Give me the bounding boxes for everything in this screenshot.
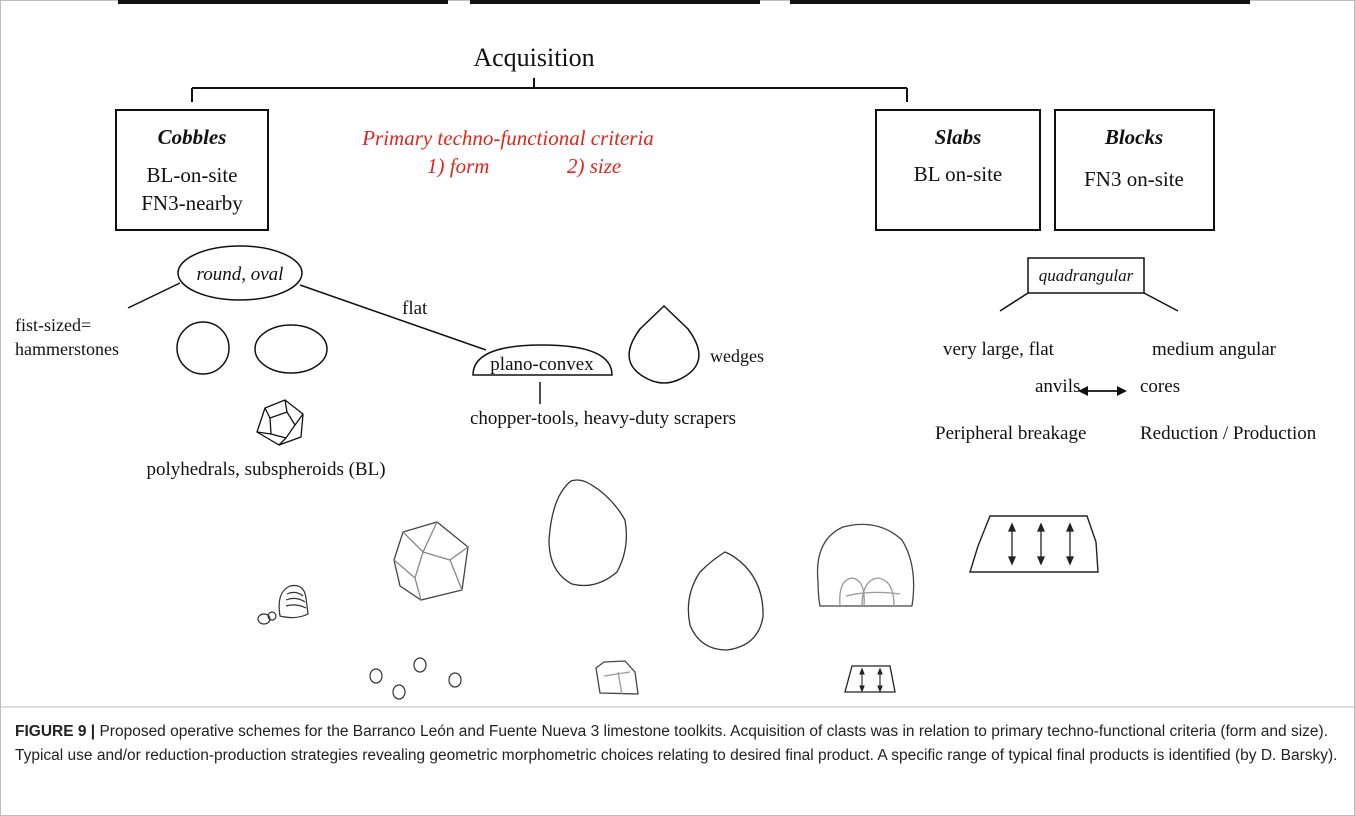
slabs-bl: BL on-site — [914, 162, 1002, 186]
wedges-label: wedges — [710, 346, 764, 366]
small-clasts-drawing — [369, 657, 462, 700]
chopper-tools-label: chopper-tools, heavy-duty scrapers — [470, 408, 736, 429]
figure-caption: FIGURE 9 | Proposed operative schemes fo… — [15, 720, 1340, 768]
anvils-label: anvils — [1035, 376, 1080, 397]
flat-label: flat — [402, 298, 428, 319]
criteria-size: 2) size — [567, 154, 621, 178]
double-arrow-icon — [1078, 386, 1127, 396]
slab-drawing — [969, 515, 1099, 573]
criteria-form: 1) form — [427, 154, 489, 178]
wedge-shape — [628, 304, 700, 384]
cobbles-bl: BL-on-site — [147, 163, 238, 187]
cropped-top-text — [118, 0, 1250, 4]
medium-angular-label: medium angular — [1152, 339, 1277, 360]
chopper-drawing — [816, 523, 915, 607]
large-flake-drawing — [548, 479, 628, 587]
peripheral-breakage-label: Peripheral breakage — [935, 423, 1086, 444]
cobbles-title: Cobbles — [158, 125, 227, 149]
plano-convex-label: plano-convex — [490, 354, 594, 375]
small-slab-arrows-icon — [859, 667, 883, 693]
quadrangular-label: quadrangular — [1039, 266, 1134, 285]
reduction-production-label: Reduction / Production — [1140, 423, 1317, 444]
plano-convex-shape — [472, 344, 613, 376]
pointed-tool-drawing — [687, 551, 764, 651]
polyhedron-drawing — [393, 521, 469, 601]
small-slab-drawing — [844, 665, 896, 693]
blocks-title: Blocks — [1104, 125, 1163, 149]
small-block-drawing — [595, 660, 639, 695]
acquisition-label: Acquisition — [473, 43, 594, 72]
quadrangular-branch-left — [999, 292, 1029, 312]
round-oval-label: round, oval — [197, 264, 284, 285]
caption-label: FIGURE 9 | — [15, 723, 96, 740]
operative-scheme-diagram: Acquisition Cobbles BL-on-site FN3-nearb… — [0, 0, 1355, 708]
oval-cobble-shape — [254, 324, 328, 374]
small-cobble-drawing — [257, 584, 309, 625]
fist-sized-label: fist-sized= — [15, 315, 91, 335]
round-oval-ellipse — [177, 245, 303, 301]
polyhedrals-label: polyhedrals, subspheroids (BL) — [146, 459, 385, 480]
cores-label: cores — [1140, 376, 1180, 397]
blocks-box — [1054, 109, 1215, 231]
quadrangular-branch-right — [1143, 292, 1179, 312]
hammerstones-label: hammerstones — [15, 339, 119, 359]
slabs-box — [875, 109, 1041, 231]
cobbles-fn3: FN3-nearby — [141, 191, 243, 215]
slabs-title: Slabs — [935, 125, 982, 149]
branch-line-left — [127, 282, 181, 309]
criteria-title: Primary techno-functional criteria — [361, 126, 654, 150]
very-large-flat-label: very large, flat — [943, 339, 1055, 360]
cobbles-box — [115, 109, 269, 231]
blocks-fn3: FN3 on-site — [1084, 167, 1184, 191]
acquisition-bracket — [191, 78, 908, 102]
slab-arrows-icon — [1008, 522, 1074, 566]
round-cobble-shape — [176, 321, 230, 375]
polyhedral-icon — [256, 399, 304, 446]
branch-line-flat — [299, 284, 487, 351]
quadrangular-box — [1027, 257, 1145, 294]
caption-text: Proposed operative schemes for the Barra… — [15, 723, 1338, 764]
